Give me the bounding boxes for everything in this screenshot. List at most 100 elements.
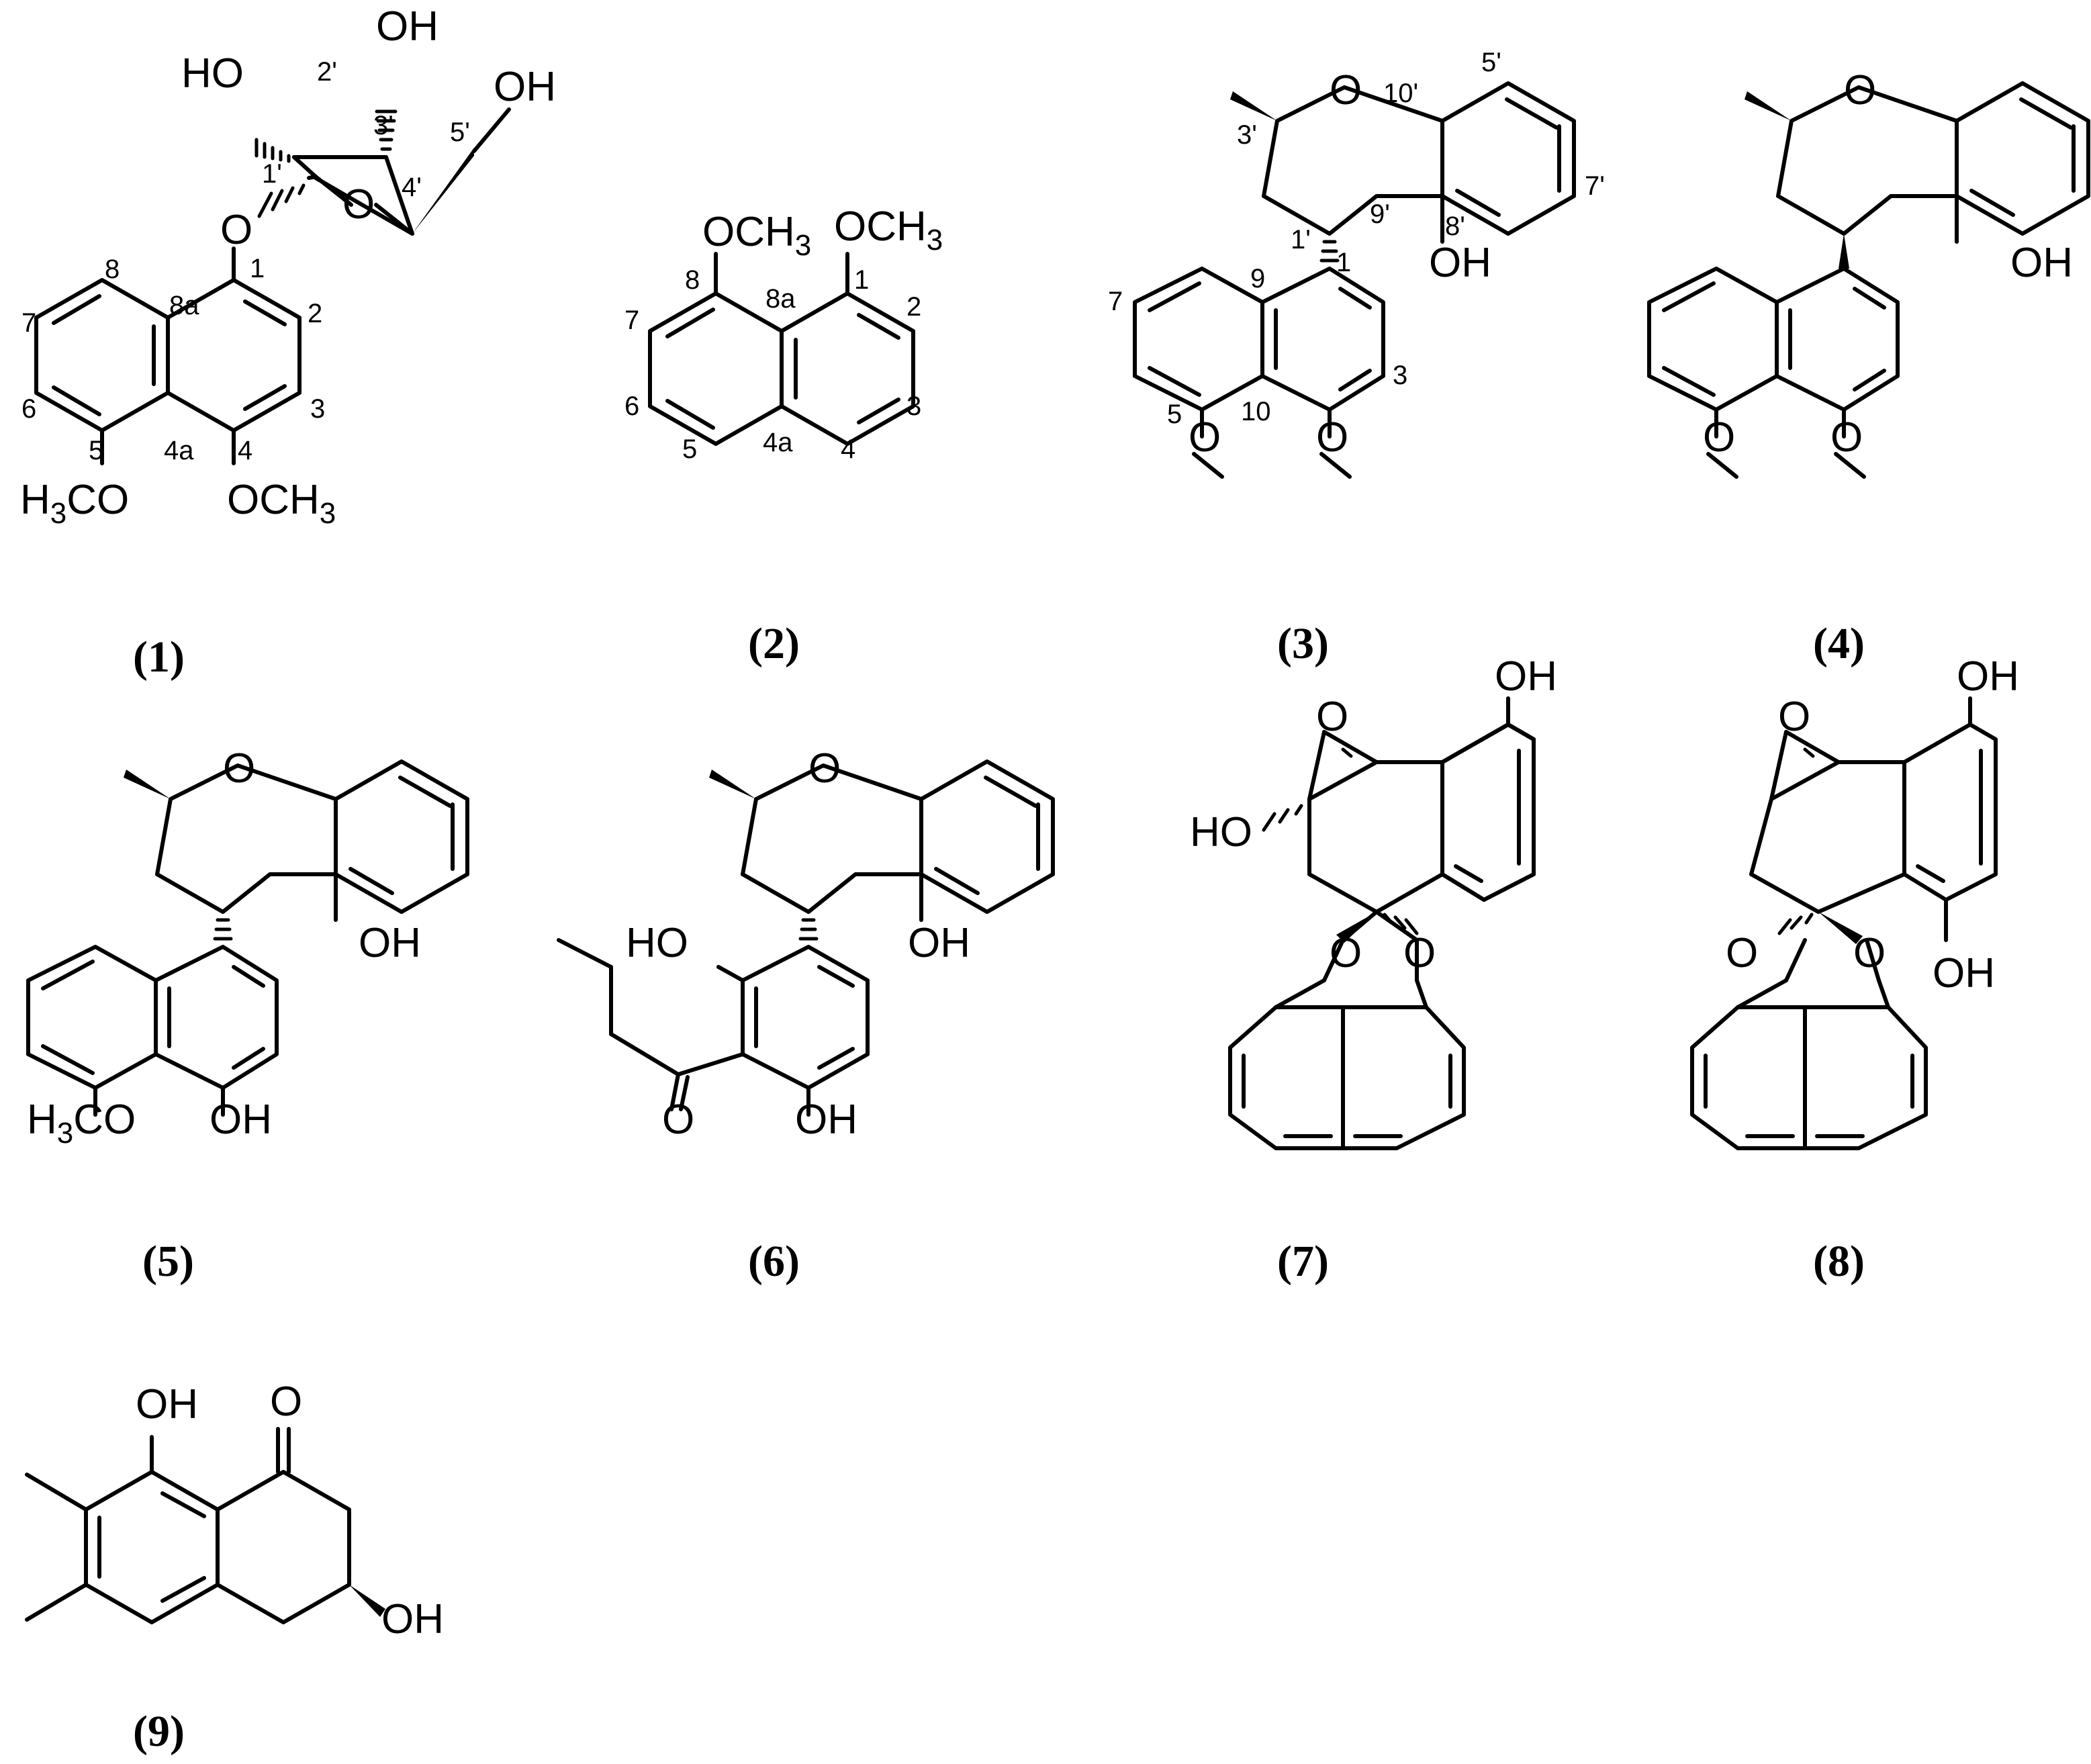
- compound-4-bonds: [1647, 81, 2090, 479]
- compound-7-hashes: [1262, 747, 1419, 935]
- atom-text: OCH: [834, 203, 927, 250]
- atom-label: O: [662, 1097, 694, 1143]
- atom-text: O: [223, 745, 255, 792]
- atom-subscript: 3: [927, 224, 943, 257]
- atom-number: 8a: [169, 291, 199, 320]
- atom-label: O: [1316, 414, 1348, 461]
- atom-text: O: [1189, 414, 1221, 461]
- compound-label: (8): [1813, 1237, 1865, 1286]
- compound-3: O OH O O 10' 5' 3' 7' 1' 9' 8' 1 7 9 3 5…: [1108, 48, 1605, 668]
- wedge-bond: [412, 148, 474, 234]
- compound-label: (3): [1277, 619, 1329, 668]
- atom-label: OH: [359, 920, 421, 966]
- compound-7: OH O HO O O (7): [1190, 653, 1557, 1286]
- atom-subscript: 3: [50, 497, 66, 530]
- atom-number: 9: [1250, 264, 1265, 293]
- compound-9-wedges: [349, 1585, 385, 1617]
- compound-3-bonds: [1133, 81, 1576, 479]
- atom-label: OH: [2010, 240, 2073, 286]
- wedge-bond: [709, 770, 756, 799]
- compound-label: (7): [1277, 1237, 1329, 1286]
- atom-text: O: [1830, 414, 1863, 461]
- compound-3-numbering: 10' 5' 3' 7' 1' 9' 8' 1 7 9 3 5 10: [1108, 48, 1605, 429]
- compound-7-wedges: [1336, 912, 1377, 943]
- compound-8: OH O O O OH (8): [1690, 653, 2019, 1286]
- compound-1-wedges: [412, 148, 474, 234]
- compound-label: (2): [748, 619, 800, 668]
- wedge-bond: [349, 1585, 385, 1617]
- atom-text: O: [1316, 694, 1348, 740]
- atom-number: 7: [21, 308, 36, 338]
- atom-text: O: [1844, 67, 1876, 113]
- compound-9: OH O OH (9): [25, 1379, 444, 1756]
- compound-6: O HO OH O OH (6): [557, 745, 1055, 1286]
- atom-label: OH: [136, 1381, 198, 1428]
- atom-number: 1: [854, 265, 869, 295]
- atom-number: 8: [685, 265, 700, 295]
- atom-text: HO: [181, 50, 244, 97]
- atom-label: HO: [626, 920, 688, 966]
- compound-9-atom-labels: OH O OH: [136, 1379, 444, 1642]
- compound-8-wedges: [1818, 912, 1863, 944]
- atom-label: OH: [908, 920, 970, 966]
- atom-label: OCH3: [702, 209, 811, 262]
- wedge-bond: [1839, 234, 1849, 269]
- atom-number: 4a: [164, 436, 194, 465]
- atom-text: OH: [2010, 240, 2073, 286]
- compound-8-bonds: [1690, 696, 1998, 1150]
- atom-number: 5: [89, 436, 103, 465]
- atom-number: 1: [1336, 248, 1351, 277]
- atom-text: O: [1853, 930, 1886, 976]
- compound-5-atom-labels: O OH H3CO OH: [27, 745, 421, 1150]
- wedge-bond: [1745, 91, 1792, 121]
- atom-text: O: [1703, 414, 1735, 461]
- compound-6-hashes: [798, 918, 819, 941]
- compound-4-atom-labels: O OH O O: [1703, 67, 2073, 461]
- compound-2-bonds: [648, 252, 915, 446]
- atom-number: 1': [1291, 225, 1311, 254]
- compound-1-numbering: 2' 3' 1' 4' 5' 1 8 8a 2 7 6 3 5 4a 4: [21, 57, 470, 465]
- hash-bond-3prime-OH: [375, 109, 398, 151]
- atom-text: OH: [494, 64, 556, 110]
- atom-label: O: [220, 207, 252, 253]
- atom-text: O: [270, 1379, 302, 1425]
- atom-label: O: [1189, 414, 1221, 461]
- wedge-bond: [1230, 91, 1277, 121]
- atom-number: 7: [1108, 287, 1123, 316]
- atom-label: O: [1853, 930, 1886, 976]
- atom-number: 10: [1241, 397, 1271, 426]
- compound-3-wedges: [1230, 91, 1277, 121]
- atom-text: HO: [1190, 809, 1252, 855]
- hash-bond-1prime-O: [257, 183, 306, 218]
- atom-label: OCH3: [834, 203, 943, 257]
- compound-6-bonds: [557, 759, 1055, 1117]
- atom-number: 5: [682, 434, 697, 464]
- atom-label: O: [1703, 414, 1735, 461]
- atom-label: O: [342, 181, 375, 228]
- compound-label: (4): [1813, 619, 1865, 668]
- atom-number: 6: [21, 394, 36, 424]
- atom-text: O: [1403, 930, 1436, 976]
- atom-number: 5': [1481, 48, 1501, 77]
- compound-4: O OH O O (4): [1647, 67, 2090, 668]
- atom-label: H3CO: [20, 477, 129, 530]
- atom-text: O: [808, 745, 841, 792]
- compound-7-atom-labels: OH O HO O O: [1190, 653, 1557, 976]
- atom-number: 5': [450, 118, 470, 147]
- atom-number: 8': [1445, 212, 1465, 241]
- atom-label: O: [1778, 694, 1810, 740]
- atom-subscript: 3: [795, 229, 811, 262]
- atom-text: OH: [381, 1596, 444, 1642]
- atom-number: 3: [1393, 361, 1407, 390]
- atom-number: 6: [624, 391, 639, 421]
- atom-number: 3: [907, 391, 921, 421]
- atom-label: O: [808, 745, 841, 792]
- atom-text: H: [27, 1097, 57, 1143]
- atom-number: 8a: [765, 284, 796, 314]
- atom-number: 2: [308, 299, 322, 328]
- atom-text: OH: [359, 920, 421, 966]
- compound-1-bonds: [34, 107, 511, 465]
- atom-text: OH: [376, 3, 438, 50]
- atom-text: OH: [1957, 653, 2019, 700]
